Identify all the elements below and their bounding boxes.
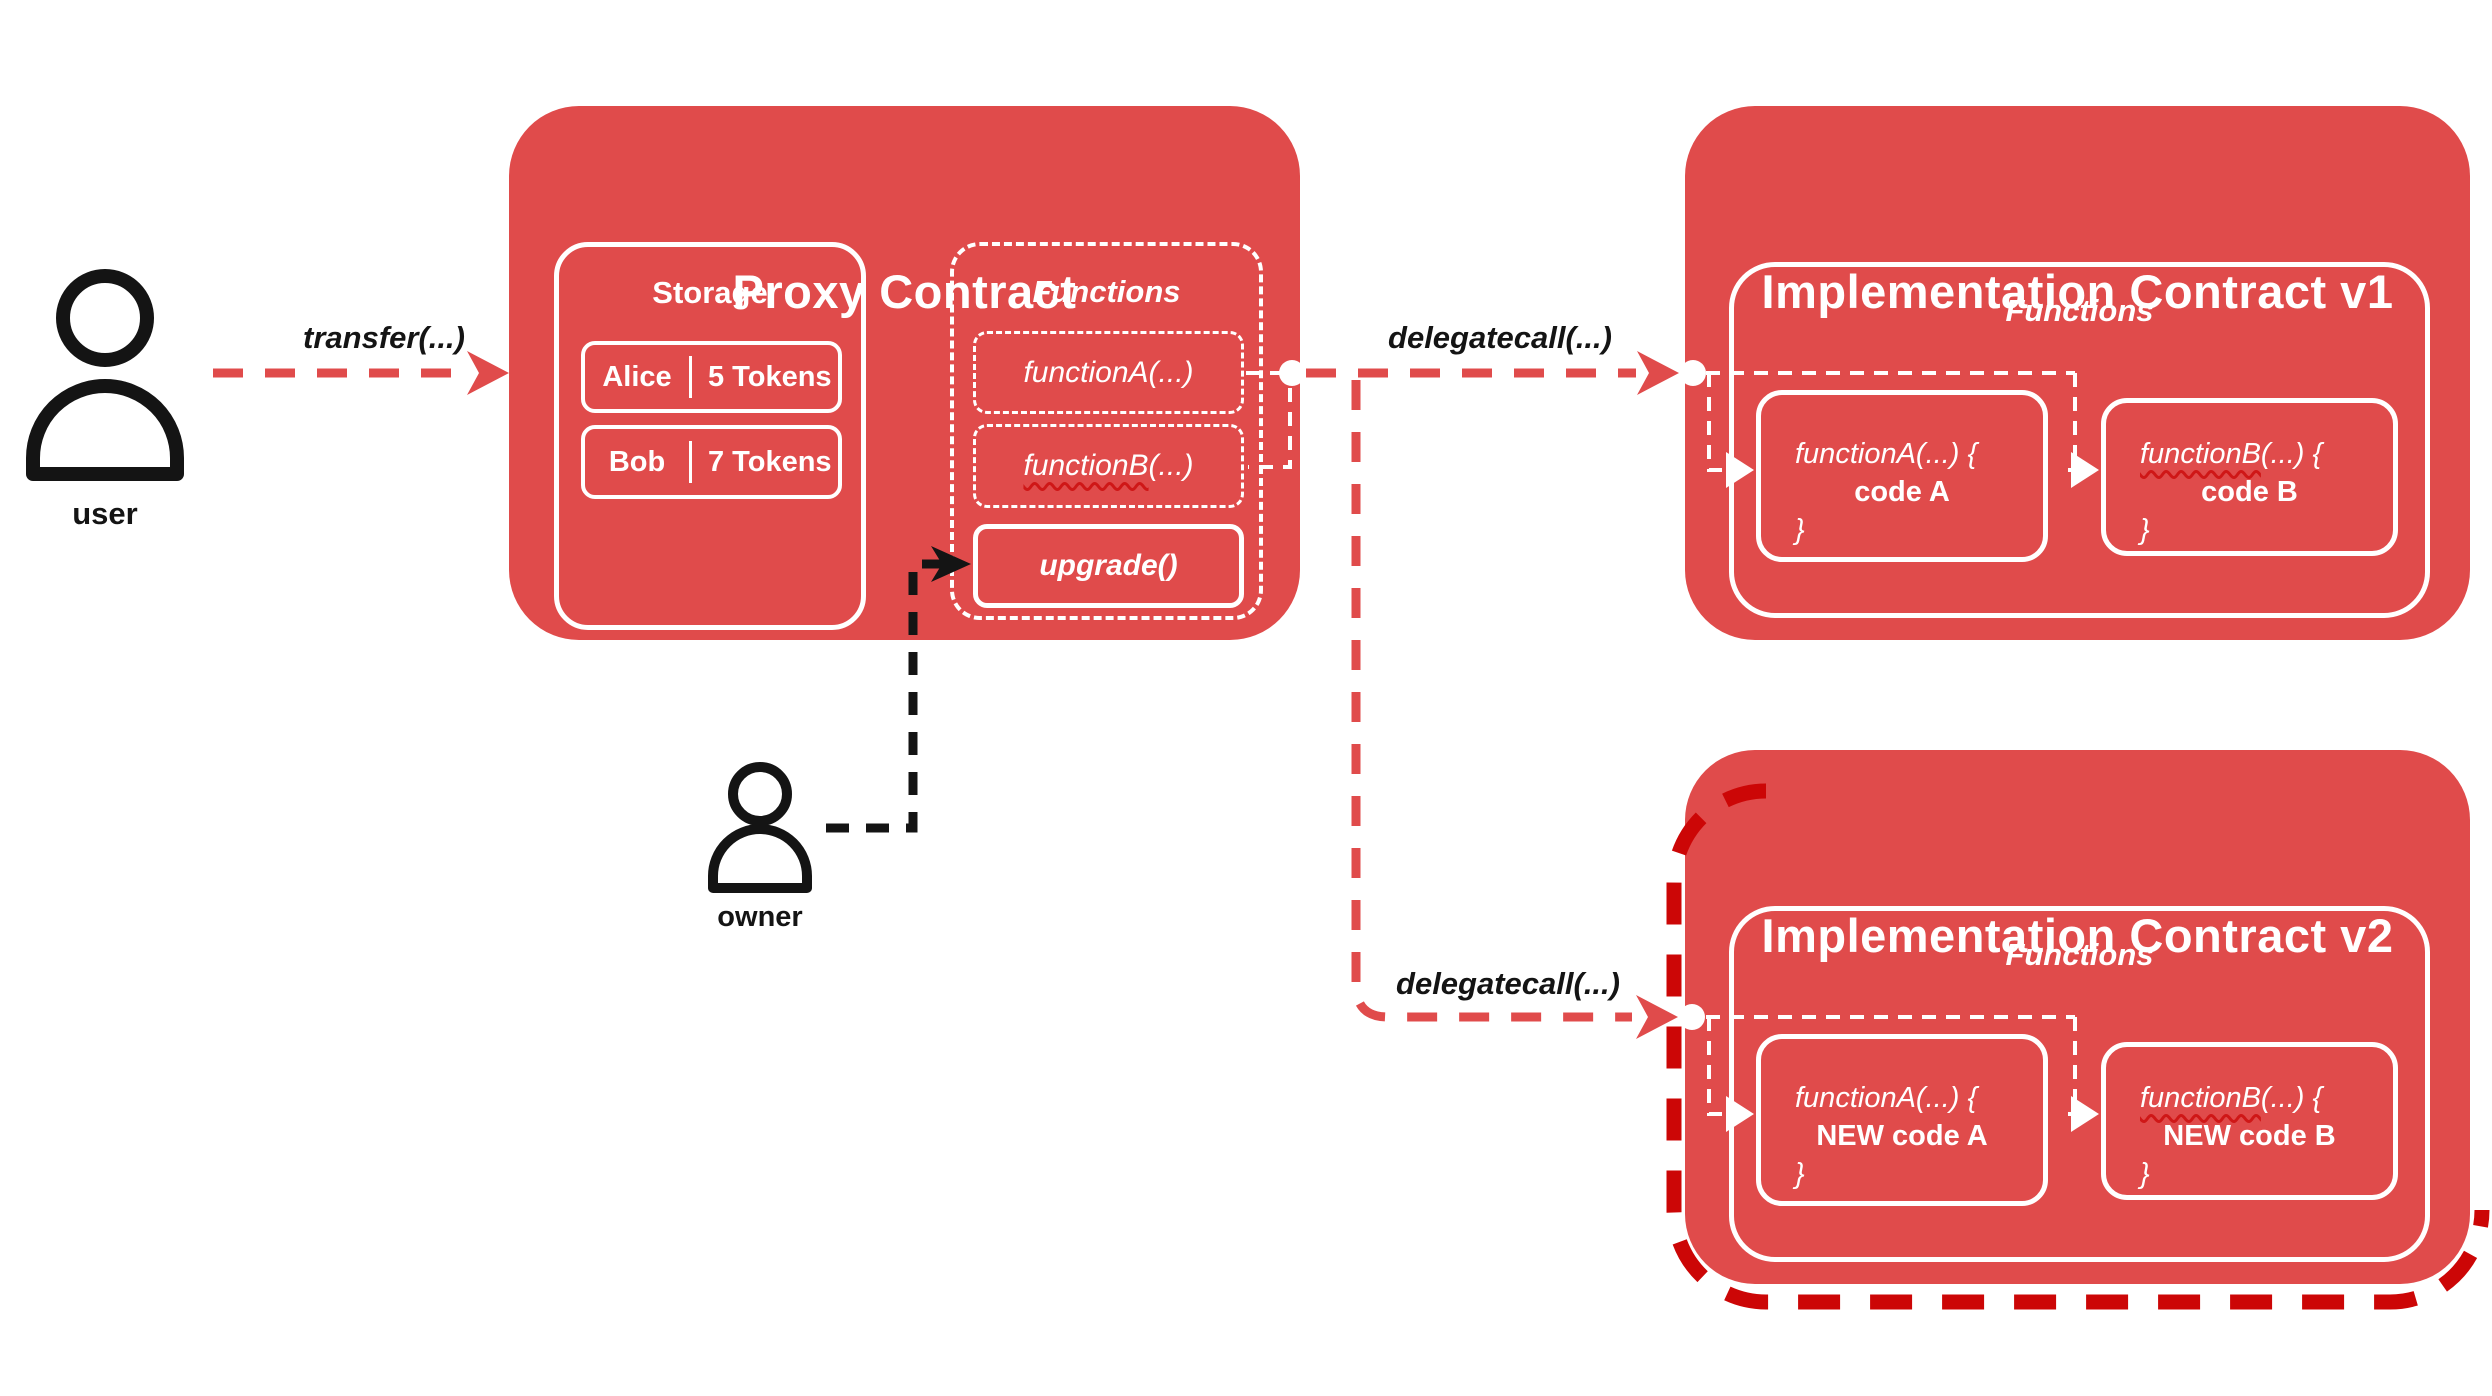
fn-signature: functionB(...) { bbox=[2106, 435, 2393, 473]
fn-body: code B bbox=[2201, 476, 2298, 508]
proxy-function-b-label: functionB(...) bbox=[1023, 449, 1193, 483]
impl-v1-title: Implementation Contract v1 bbox=[1761, 265, 2394, 318]
storage-row-bob: Bob 7 Tokens bbox=[581, 425, 842, 499]
user-icon-head bbox=[56, 269, 154, 367]
fn-name: functionB bbox=[2140, 438, 2261, 470]
fn-close: } bbox=[2140, 1158, 2150, 1190]
proxy-storage-box: Storage Alice 5 Tokens Bob 7 Tokens bbox=[554, 242, 866, 630]
proxy-function-a: functionA(...) bbox=[973, 331, 1244, 414]
storage-row-value: 7 Tokens bbox=[708, 445, 832, 478]
fn-close: } bbox=[1795, 514, 1805, 546]
impl-v2-box: Implementation Contract v2 Functions fun… bbox=[1685, 750, 2470, 1284]
fn-signature: functionA(...) { bbox=[1795, 1082, 1978, 1114]
owner-icon bbox=[708, 762, 812, 893]
fn-suffix: (...) { bbox=[2260, 438, 2323, 470]
proxy-contract-title: Proxy Contract bbox=[732, 265, 1077, 318]
fn-signature: functionB(...) { bbox=[2106, 1079, 2393, 1117]
fn-suffix: (...) { bbox=[2260, 1082, 2323, 1114]
storage-row-divider bbox=[689, 441, 692, 483]
impl-v1-functions-box: Functions functionA(...) { code A } func… bbox=[1729, 262, 2430, 618]
user-label: user bbox=[72, 496, 138, 531]
storage-row-value: 5 Tokens bbox=[708, 360, 832, 393]
transfer-arrow bbox=[213, 351, 509, 395]
impl-v1-function-a: functionA(...) { code A } bbox=[1756, 390, 2048, 562]
owner-icon-head bbox=[728, 762, 792, 826]
delegatecall-v2-arrow bbox=[1351, 380, 1678, 1039]
delegatecall-v1-arrowhead bbox=[1637, 351, 1679, 395]
impl-v2-functions-title: Functions bbox=[2005, 937, 2154, 972]
storage-row-name: Alice bbox=[602, 360, 672, 393]
fn-close: } bbox=[1795, 1158, 1805, 1190]
impl-v2-functions-box: Functions functionA(...) { NEW code A } … bbox=[1729, 906, 2430, 1262]
impl-v2-function-a: functionA(...) { NEW code A } bbox=[1756, 1034, 2048, 1206]
fn-signature: functionA(...) { bbox=[1795, 438, 1978, 470]
owner-icon-body bbox=[708, 824, 812, 893]
fn-body: NEW code B bbox=[2163, 1120, 2336, 1152]
impl-v2-function-b: functionB(...) { NEW code B } bbox=[2101, 1042, 2398, 1200]
storage-row-alice: Alice 5 Tokens bbox=[581, 341, 842, 413]
proxy-function-a-label: functionA(...) bbox=[1023, 355, 1194, 389]
transfer-call-label: transfer(...) bbox=[303, 320, 465, 355]
impl-v1-box: Implementation Contract v1 Functions fun… bbox=[1685, 106, 2470, 640]
proxy-function-b: functionB(...) bbox=[973, 424, 1244, 508]
proxy-contract-box: Proxy Contract Storage Alice 5 Tokens Bo… bbox=[509, 106, 1300, 640]
proxy-functions-title: Functions bbox=[1032, 274, 1181, 309]
fn-body: code A bbox=[1854, 476, 1950, 508]
fn-name: functionB bbox=[2140, 1082, 2261, 1114]
proxy-functions-box: Functions functionA(...) functionB(...) … bbox=[950, 242, 1263, 620]
impl-v1-function-b: functionB(...) { code B } bbox=[2101, 398, 2398, 556]
proxy-upgrade-label: upgrade() bbox=[1039, 549, 1178, 582]
fn-close: } bbox=[2140, 514, 2150, 546]
fn-body: NEW code A bbox=[1816, 1120, 1988, 1152]
impl-v1-functions-title: Functions bbox=[2005, 293, 2154, 328]
owner-label: owner bbox=[717, 901, 803, 933]
delegatecall-v1-arrow bbox=[1306, 351, 1679, 395]
delegatecall-v1-label: delegatecall(...) bbox=[1388, 320, 1612, 355]
delegatecall-v2-label: delegatecall(...) bbox=[1396, 966, 1620, 1001]
storage-row-divider bbox=[689, 356, 692, 398]
proxy-function-b-name: functionB bbox=[1023, 449, 1149, 482]
user-icon-body bbox=[26, 379, 184, 481]
delegatecall-v2-arrowhead bbox=[1636, 995, 1678, 1039]
storage-row-name: Bob bbox=[608, 445, 666, 478]
proxy-storage-title: Storage bbox=[652, 275, 768, 310]
user-icon bbox=[26, 269, 184, 481]
proxy-upgrade-button[interactable]: upgrade() bbox=[973, 524, 1244, 608]
proxy-function-b-suffix: (...) bbox=[1148, 449, 1194, 482]
transfer-arrowhead bbox=[467, 351, 509, 395]
